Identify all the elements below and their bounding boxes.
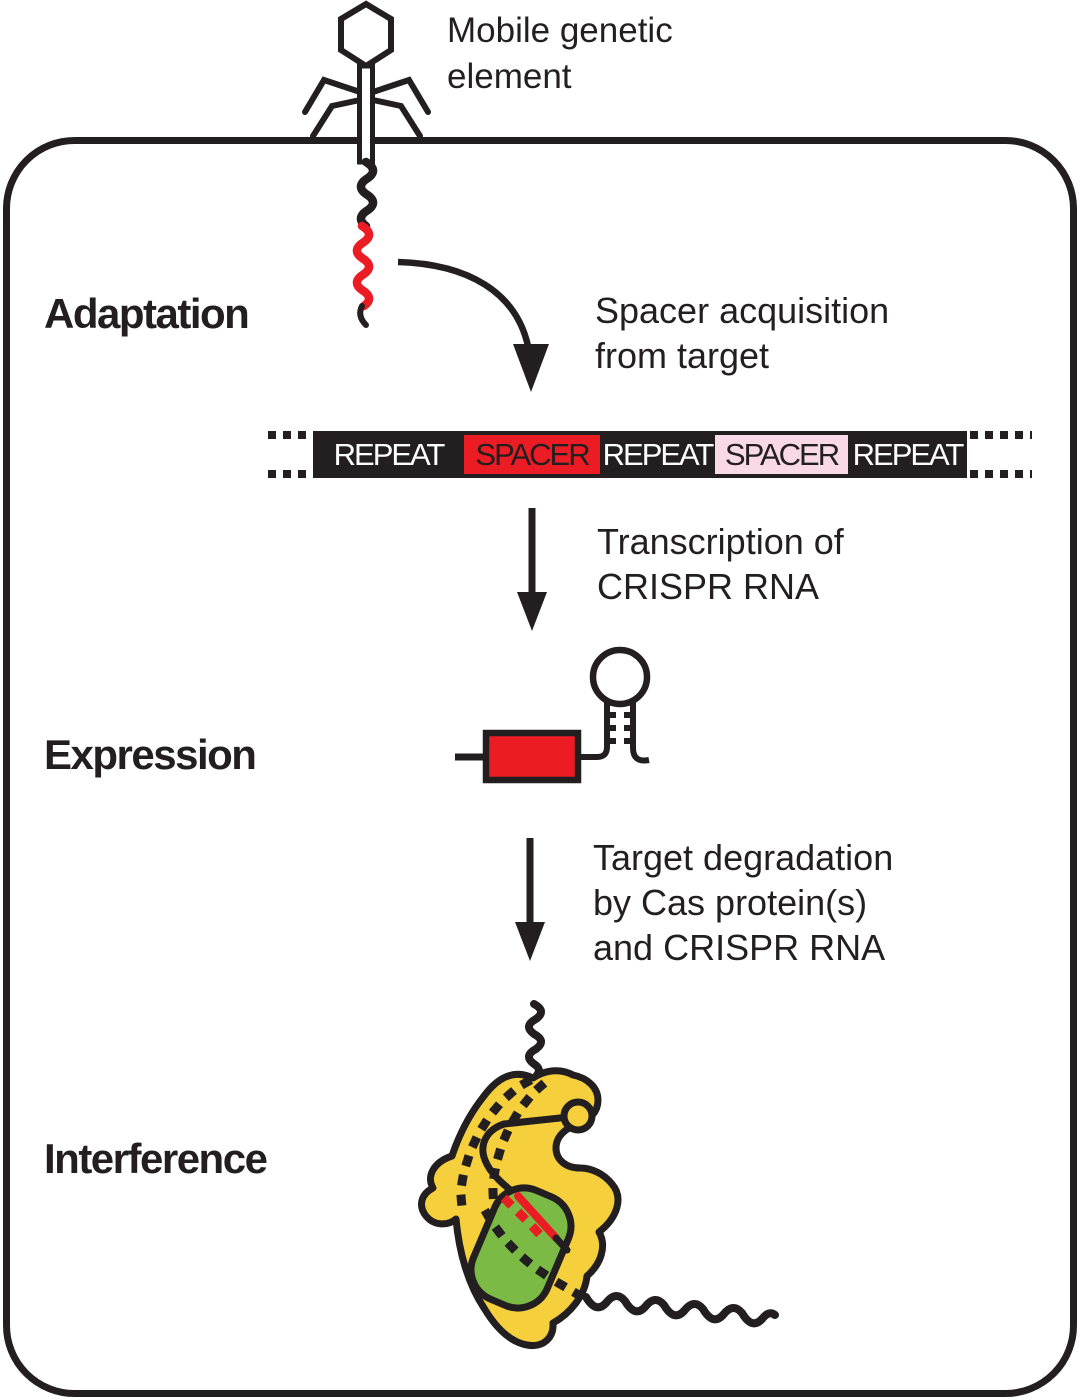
mobile-genetic-element-label: Mobile genetic element: [447, 8, 673, 100]
target-dna-dotted-path: [456, 1075, 591, 1305]
note-line: Spacer acquisition: [595, 290, 890, 331]
stage-label-adaptation: Adaptation: [44, 290, 250, 337]
curved-arrow-icon: [397, 258, 549, 392]
array-segment-spacer-pink: SPACER: [715, 435, 848, 474]
note-line: CRISPR RNA: [597, 566, 820, 607]
hairpin-loop: [589, 646, 651, 708]
crrna-spacer-end: [552, 1234, 571, 1254]
crrna-spacer-box: [482, 729, 582, 784]
array-segment-repeat: REPEAT: [602, 436, 715, 472]
stage-label-expression: Expression: [44, 731, 257, 778]
mge-line-2: element: [447, 57, 572, 96]
array-dotted-connector-right: [970, 431, 1032, 439]
note-spacer-acquisition: Spacer acquisition from target: [595, 288, 889, 378]
target-pairing-dotted-red: [500, 1194, 554, 1250]
cas-complex-icon: [418, 1000, 779, 1350]
note-line: and CRISPR RNA: [593, 927, 886, 968]
note-line: Target degradation: [593, 837, 894, 878]
array-segment-spacer-red: SPACER: [464, 435, 600, 474]
crrna-backbone-line: [479, 1114, 564, 1200]
phage-legs: [302, 76, 431, 139]
target-dna-exit-squiggle-icon: [582, 1292, 779, 1328]
down-arrow-degradation-icon: [515, 838, 545, 961]
array-dotted-connector-left: [268, 431, 312, 439]
down-arrow-transcription-icon: [517, 508, 547, 631]
stage-label-interference: Interference: [44, 1135, 268, 1182]
crispr-array: REPEAT SPACER REPEAT SPACER REPEAT: [268, 431, 1038, 478]
mge-line-1: Mobile genetic: [447, 11, 673, 50]
protospacer-squiggle-icon: [352, 221, 374, 311]
array-segment-repeat: REPEAT: [333, 436, 446, 472]
crrna-loop-handle: [560, 1098, 596, 1134]
note-target-degradation: Target degradation by Cas protein(s) and…: [593, 835, 893, 970]
squiggle-tip: [357, 303, 369, 328]
injected-dna-squiggle-icon: [356, 157, 378, 231]
cell-membrane: [3, 137, 1077, 1397]
bacteriophage-icon: [302, 0, 431, 165]
note-line: from target: [595, 335, 770, 376]
array-segment-repeat: REPEAT: [852, 436, 965, 472]
phage-tail: [357, 63, 375, 165]
note-transcription: Transcription of CRISPR RNA: [597, 519, 844, 609]
crrna-spacer-line: [514, 1192, 560, 1242]
note-line: by Cas protein(s): [593, 882, 868, 923]
note-line: Transcription of: [597, 521, 844, 562]
crispr-array-bar: REPEAT SPACER REPEAT SPACER REPEAT: [313, 431, 967, 478]
array-dotted-connector-left: [268, 470, 312, 478]
array-dotted-connector-right: [970, 470, 1032, 478]
crrna-hairpin-icon: [455, 646, 651, 784]
cas-green-subunit: [467, 1184, 575, 1312]
hairpin-rungs: [604, 712, 636, 744]
target-dna-squiggle-icon: [525, 1000, 545, 1079]
phage-head: [338, 0, 394, 70]
